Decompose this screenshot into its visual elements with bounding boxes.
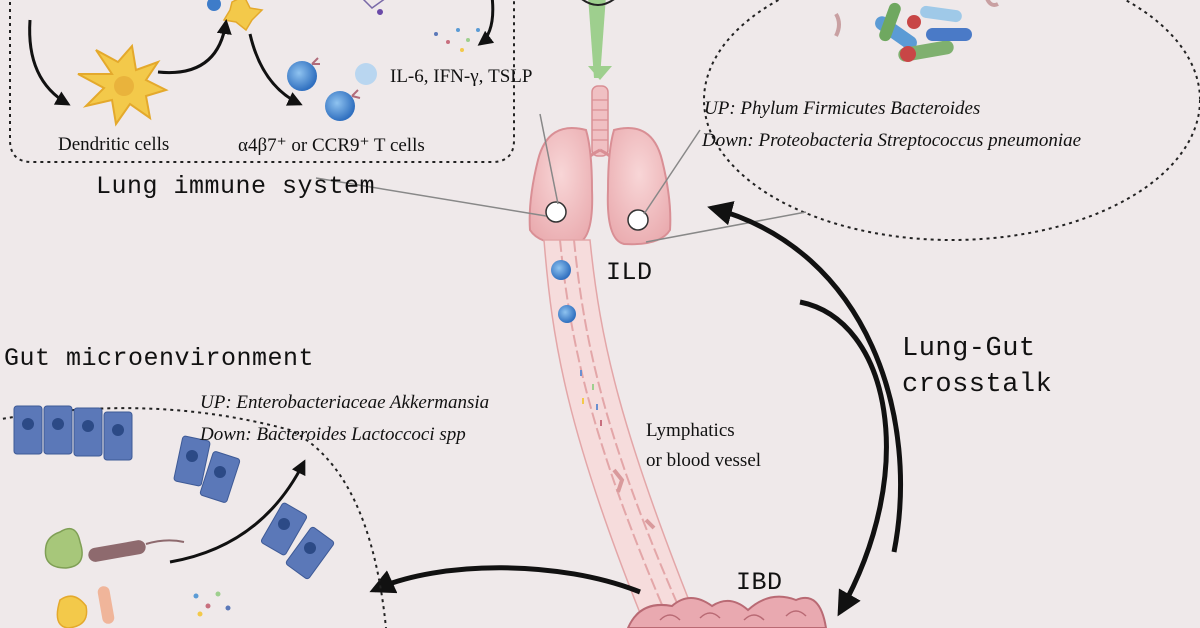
- dendritic-cell-icon: [77, 43, 169, 127]
- epithelial-cells-icon: [13, 405, 335, 580]
- inhaled-stimulus-arrow: [581, 0, 615, 80]
- gut-microenvironment-title: Gut microenvironment: [4, 344, 315, 373]
- vessel-label-line2: or blood vessel: [646, 450, 762, 471]
- vessel-label-line1: Lymphatics: [646, 420, 735, 441]
- lung-immune-panel: [9, 0, 515, 163]
- gut-microbiota-down: Down: Bacteroides Lactoccoci spp: [200, 424, 466, 445]
- ild-label: ILD: [606, 258, 653, 287]
- immune-pathway-arrows: [28, 0, 495, 106]
- gut-microbiota-up: UP: Enterobacteriaceae Akkermansia: [200, 392, 490, 413]
- crosstalk-arrows: [369, 201, 903, 617]
- lung-immune-system-title: Lung immune system: [96, 172, 376, 201]
- gut-bacteria-icons: [44, 527, 231, 628]
- crosstalk-label-line2: crosstalk: [902, 370, 1053, 400]
- intestine-illustration: [626, 595, 828, 628]
- lung-microbiota-up: UP: Phylum Firmicutes Bacteroides: [704, 98, 981, 119]
- leader-lines: [315, 113, 807, 243]
- lung-microbiota-down: Down: Proteobacteria Streptococcus pneum…: [702, 130, 1082, 151]
- cytokines-label: IL-6, IFN-γ, TSLP: [390, 66, 533, 87]
- t-cells-label: α4β7⁺ or CCR9⁺ T cells: [238, 135, 425, 156]
- cytokine-dots: [362, 0, 480, 52]
- lymphatic-vessel-illustration: [543, 239, 701, 628]
- lung-microbiota-panel: [703, 0, 1200, 241]
- dendritic-cell-small-icon: [207, 0, 264, 32]
- gut-panel: [0, 407, 387, 628]
- t-cell-icons: [287, 57, 377, 121]
- dendritic-cells-label: Dendritic cells: [58, 134, 170, 155]
- bacteria-cluster-icon: [834, 0, 999, 62]
- crosstalk-label-line1: Lung-Gut: [902, 334, 1036, 364]
- gut-pathway-arrow: [169, 459, 306, 564]
- ibd-label: IBD: [736, 568, 783, 597]
